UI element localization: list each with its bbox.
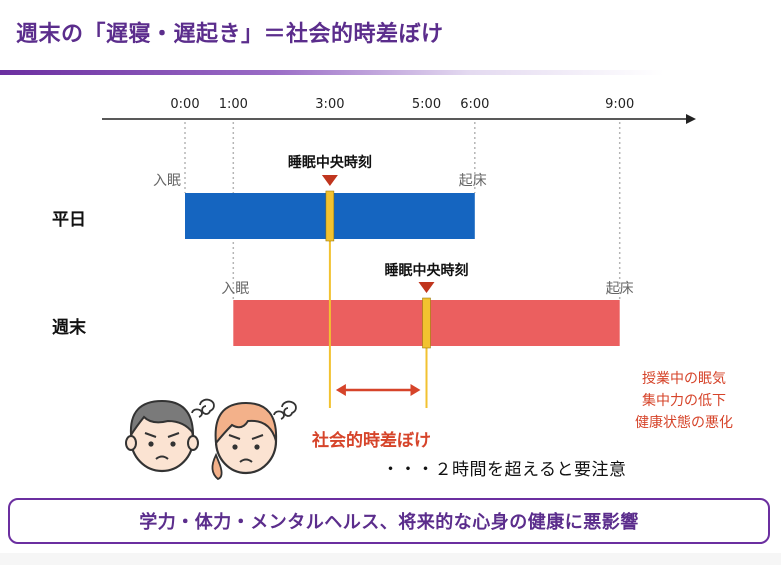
time-axis-arrowhead <box>686 114 696 124</box>
effect-item: 健康状態の悪化 <box>635 415 733 431</box>
worried-boy-icon <box>125 398 215 473</box>
weekday-midpoint-mark <box>325 190 335 242</box>
bottom-message-box: 学力・体力・メンタルヘルス、将来的な心身の健康に悪影響 <box>8 498 770 544</box>
weekend-midpoint-label: 睡眠中央時刻 <box>384 263 469 279</box>
page-title: 週末の「遅寝・遅起き」＝社会的時差ぼけ <box>16 22 444 47</box>
jetlag-arrow-head <box>335 384 346 396</box>
weekend-row-label: 週末 <box>52 318 86 338</box>
weekday-row-label: 平日 <box>52 210 86 230</box>
jetlag-arrow-head <box>410 384 421 396</box>
weekend-sleep-onset-label: 入眠 <box>221 281 250 297</box>
warning-note: ・・・２時間を超えると要注意 <box>382 460 627 480</box>
effect-item: 授業中の眠気 <box>642 371 726 387</box>
jetlag-double-arrow-icon <box>335 384 421 396</box>
bottom-message: 学力・体力・メンタルヘルス、将来的な心身の健康に悪影響 <box>139 512 639 533</box>
axis-tick-label: 0:00 <box>170 97 200 112</box>
weekday-midpoint-label: 睡眠中央時刻 <box>287 155 372 171</box>
title-underline <box>0 70 781 75</box>
axis-tick-label: 3:00 <box>315 97 345 112</box>
weekend-midpoint-mark <box>422 297 431 349</box>
axis-tick-label: 6:00 <box>460 97 490 112</box>
weekday-wake-label: 起床 <box>458 173 487 189</box>
footer-strip <box>0 553 781 565</box>
social-jetlag-label: 社会的時差ぼけ <box>312 431 431 451</box>
axis-tick-label: 5:00 <box>411 97 442 112</box>
axis-tick-label: 1:00 <box>218 97 248 112</box>
weekday-midpoint-triangle-icon <box>321 175 338 186</box>
weekend-midpoint-triangle-icon <box>418 282 435 293</box>
weekend-wake-label: 起床 <box>605 281 634 297</box>
worried-girl-icon <box>211 400 297 481</box>
weekday-sleep-onset-label: 入眠 <box>153 173 181 189</box>
effect-item: 集中力の低下 <box>642 393 726 409</box>
effects-list: 授業中の眠気 集中力の低下 健康状態の悪化 <box>609 368 759 434</box>
axis-tick-label: 9:00 <box>605 97 635 112</box>
